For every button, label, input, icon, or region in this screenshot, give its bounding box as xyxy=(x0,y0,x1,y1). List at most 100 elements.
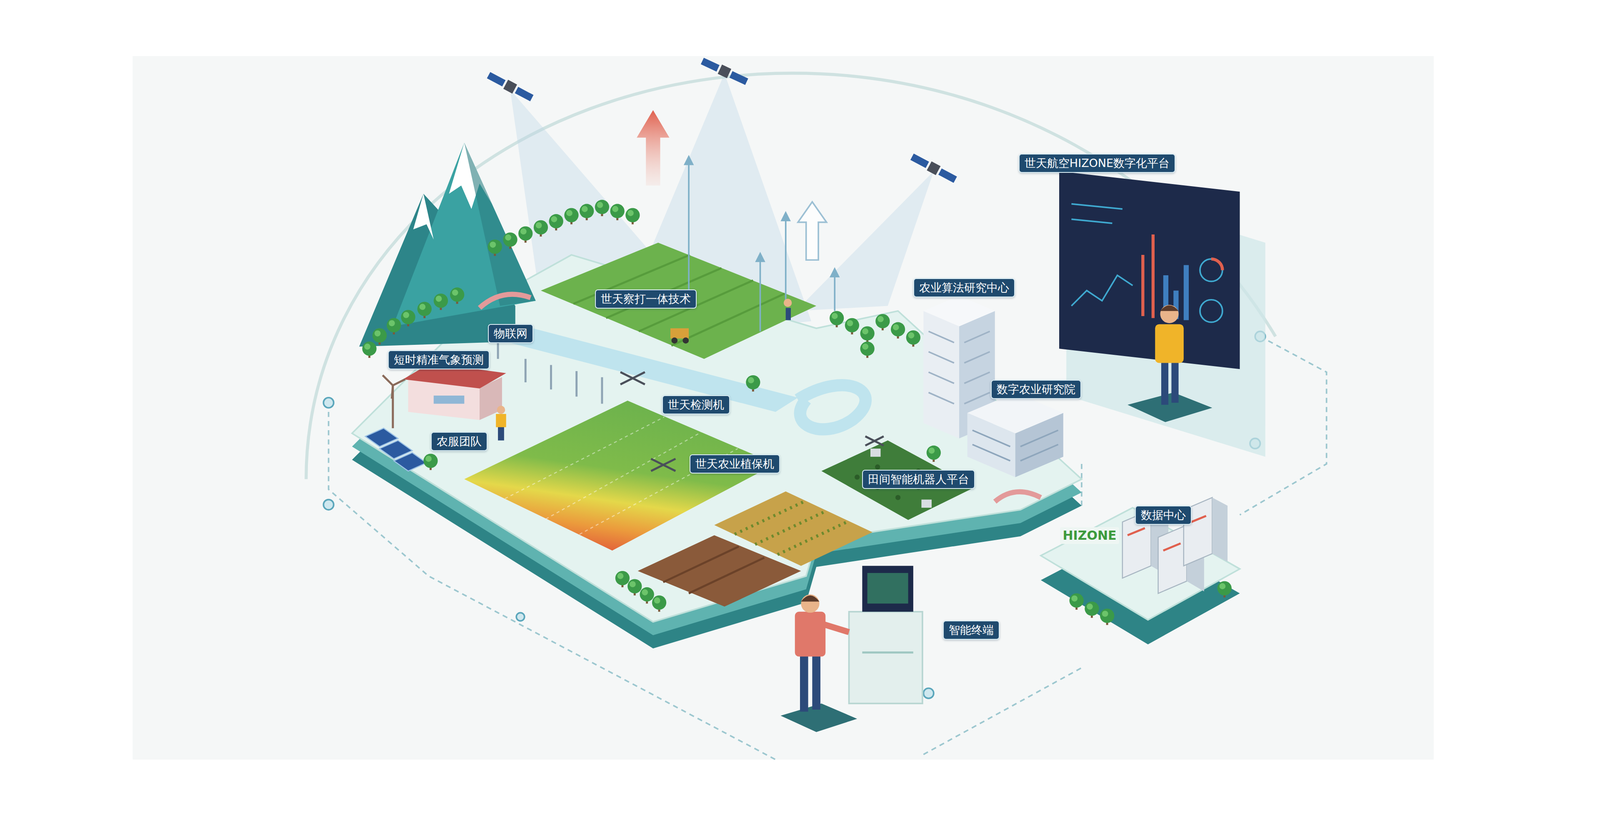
upward-arrow xyxy=(755,252,765,263)
trees xyxy=(829,311,844,328)
upward-arrow xyxy=(780,211,791,222)
bridge xyxy=(479,294,531,309)
trees xyxy=(502,232,518,249)
drone xyxy=(865,436,884,446)
label-tag: 短时精准气象预测 xyxy=(387,350,490,370)
satellite xyxy=(938,168,958,183)
upward-arrow xyxy=(785,219,787,306)
upward-arrow xyxy=(687,163,690,296)
trees xyxy=(625,207,640,225)
smart-terminal xyxy=(862,651,913,654)
tag-text: 智能终端 xyxy=(948,623,994,638)
robot-field xyxy=(854,475,860,480)
trees xyxy=(652,595,667,613)
crop-field-upper xyxy=(670,328,689,339)
data-center xyxy=(1212,497,1228,563)
bridge xyxy=(995,492,1041,503)
label-tag: 数字农业研究院 xyxy=(990,380,1082,400)
network-dome xyxy=(1080,464,1083,510)
crop-field-heatmap xyxy=(505,417,738,535)
research-building xyxy=(1020,430,1059,447)
water-channel xyxy=(505,328,866,430)
weather-station xyxy=(382,375,393,386)
crop-field-heatmap xyxy=(545,432,701,520)
platform-screen xyxy=(1141,255,1145,317)
trees xyxy=(433,293,448,310)
mountain xyxy=(392,142,536,327)
platform-screen xyxy=(1142,234,1153,319)
trees xyxy=(845,318,860,335)
data-center xyxy=(1158,525,1188,594)
label-tag: 世天察打一体技术 xyxy=(595,289,697,309)
smart-terminal xyxy=(867,573,909,604)
platform-screen xyxy=(1071,219,1113,224)
soil-plot xyxy=(688,557,765,594)
smart-terminal xyxy=(822,624,850,633)
research-tower xyxy=(923,311,960,439)
tag-text: 农业算法研究中心 xyxy=(919,280,1010,295)
operator-person xyxy=(1171,359,1179,403)
iot-pole xyxy=(575,371,578,397)
trees xyxy=(875,314,890,331)
trees xyxy=(423,453,438,470)
weather-station xyxy=(433,395,465,405)
trees xyxy=(926,445,941,463)
drone xyxy=(650,459,676,472)
platform-screen xyxy=(1071,204,1223,323)
trees xyxy=(640,587,655,604)
platform-screen xyxy=(1200,259,1223,282)
satellite xyxy=(503,80,518,94)
drone xyxy=(620,372,645,385)
research-tower xyxy=(923,295,995,327)
trees xyxy=(487,239,503,256)
solar-panel xyxy=(365,428,427,472)
satellite xyxy=(909,152,958,185)
robot-field xyxy=(875,464,880,470)
farmer xyxy=(495,298,792,441)
tag-text: 物联网 xyxy=(493,326,528,341)
trees xyxy=(1069,593,1084,610)
iot-pole xyxy=(524,359,527,383)
weather-station xyxy=(382,363,506,429)
satellite xyxy=(486,70,535,103)
smart-terminal xyxy=(800,594,820,613)
crop-field-upper xyxy=(540,242,817,360)
platform-screen xyxy=(1059,171,1266,457)
upward-arrow xyxy=(833,275,836,312)
drone xyxy=(865,436,884,446)
robot-field xyxy=(895,495,901,501)
research-tower xyxy=(964,372,990,384)
satellite xyxy=(487,72,506,87)
platform-screen xyxy=(1071,275,1133,306)
trees xyxy=(518,226,533,243)
network-dome xyxy=(306,73,1327,760)
trees xyxy=(386,318,401,335)
corn-plot xyxy=(734,500,806,535)
operator-person xyxy=(1160,305,1179,324)
label-tag: 世天农业植保机 xyxy=(689,454,780,474)
trees xyxy=(533,220,548,237)
trees xyxy=(1084,601,1099,618)
tag-text: 世天检测机 xyxy=(667,397,725,413)
data-center xyxy=(1163,543,1181,551)
network-dome xyxy=(323,397,334,408)
data-center xyxy=(1122,497,1228,594)
platform-screen xyxy=(1071,204,1123,210)
crop-field-upper xyxy=(671,337,678,344)
label-tag: 数据中心 xyxy=(1135,505,1192,525)
upward-arrow xyxy=(829,267,840,278)
label-tag: 农业算法研究中心 xyxy=(913,278,1015,298)
iot-pole xyxy=(497,336,603,405)
smart-terminal xyxy=(800,595,820,603)
label-tag: 智能终端 xyxy=(942,620,1000,640)
trees xyxy=(615,571,630,588)
trees xyxy=(579,204,594,221)
trees xyxy=(450,287,465,304)
label-tag: 世天检测机 xyxy=(662,395,730,415)
smart-terminal xyxy=(812,652,821,710)
smart-terminal xyxy=(800,652,809,713)
upward-arrow xyxy=(636,110,670,186)
farmer xyxy=(497,426,505,441)
